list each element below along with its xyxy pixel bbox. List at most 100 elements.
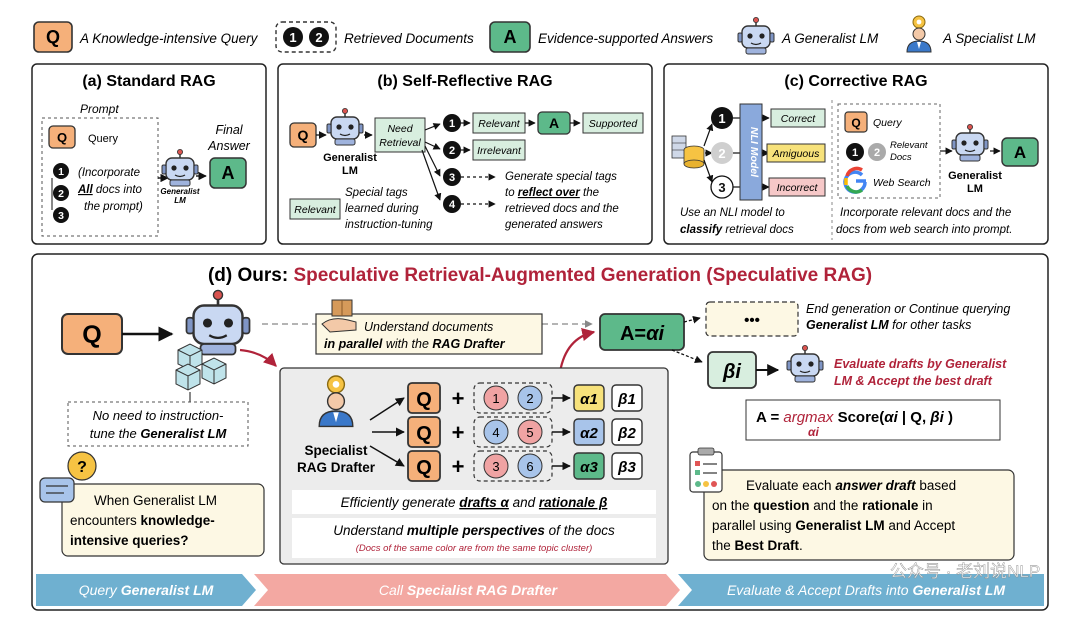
legend-docs-frame [275,21,337,53]
database-icon [671,135,705,169]
eval-2: on the question and the rationale in [712,498,933,513]
understand-1: Understand documents [364,320,493,334]
legend-doc-1: 1 [289,30,296,45]
efficient-box [292,490,656,514]
draft-alpha: α3 [580,459,598,476]
svg-text:1: 1 [58,166,64,178]
draft-doc-circle [517,419,543,445]
panel-a-final-answer-2: Answer [207,139,251,153]
draft-plus: + [452,454,465,479]
panel-a-prompt-label: Prompt [80,102,119,116]
legend-generalist-label: A Generalist LM [781,31,879,46]
panel-a-title: (a) Standard RAG [82,73,215,90]
draft-doc-circle [483,385,509,411]
legend-q-glyph: Q [46,27,60,47]
generate-1: Generate special tags [505,171,617,183]
draft-beta: β1 [617,391,636,408]
answer-alpha-box [599,313,685,351]
panel-a-generalist-caption-2: LM [174,196,186,205]
panel-a-note-1: (Incorporate [78,167,140,179]
svg-text:2: 2 [874,147,880,159]
panel-b-frame [277,63,653,245]
argmax-subscript: αi [808,425,819,439]
relevant-label: Relevant [478,118,521,130]
panel-b-title: (b) Self-Reflective RAG [377,73,552,90]
draft-beta: β3 [617,459,636,476]
when-note [61,483,265,557]
legend-generalist-robot-icon [737,16,775,55]
when-1: When Generalist LM [94,493,217,508]
when-3: intensive queries? [70,533,189,548]
panel-c-answer-icon [1001,137,1039,167]
incorrect-tag [768,177,826,197]
eval-1: Evaluate each answer draft based [746,478,956,493]
watermark: 公众号 · 老刘说NLP [890,562,1040,581]
draft-alpha-box [573,384,605,412]
no-need-1: No need to instruction- [93,408,224,423]
panel-a-answer-icon [209,157,247,189]
chat-bubbles-icon: ? [39,451,97,503]
nli-model-bar [739,103,763,201]
special-tags-1: Special tags [345,187,408,199]
relevant-docs-1: Relevant [890,140,928,151]
svg-text:A: A [1014,143,1026,162]
svg-text:1: 1 [449,118,455,130]
draft-query-glyph: Q [416,457,432,479]
generate-2: to reflect over the [505,187,599,199]
special-tags-2: learned during [345,203,419,215]
legend: Q A Knowledge-intensive Query 1 2 Retrie… [33,15,1036,55]
legend-query-label: A Knowledge-intensive Query [79,31,259,46]
need-retrieval-box [374,117,426,153]
correct-tag [770,108,826,128]
supported-label: Supported [589,118,639,130]
panel-speculative-rag: (d) Ours: Speculative Retrieval-Augmente… [31,253,1049,611]
legend-query-icon [33,21,73,53]
legend-specialist-label: A Specialist LM [942,31,1036,46]
use-nli-2: classify retrieval docs [680,224,794,236]
svg-text:Q: Q [298,127,309,143]
panel-c-generalist-caption-1: Generalist [948,170,1002,182]
legend-answers-label: Evidence-supported Answers [538,31,713,46]
svg-text:A: A [222,163,235,183]
svg-text:4: 4 [449,199,456,211]
panel-a-final-answer-1: Final [215,123,243,137]
panel-a-query-icon [48,125,76,149]
legend-doc-2: 2 [315,30,322,45]
specialist-2: RAG Drafter [297,460,376,475]
svg-text:2: 2 [58,188,64,200]
panel-a-query-label: Query [88,133,118,145]
understand-note [315,313,543,355]
argmax-formula-box [745,399,1001,441]
perspectives-text: Understand multiple perspectives of the … [333,523,615,538]
panel-standard-rag: (a) Standard RAG Prompt Q Query 1 2 3 (I… [31,63,267,245]
special-tags-3: instruction-tuning [345,219,433,231]
draft-plus: + [452,386,465,411]
stage-evaluate-accept [678,574,1044,606]
generate-3: retrieved docs and the [505,203,619,215]
stage-query-generalist [36,574,256,606]
panel-d-title: (d) Ours: Speculative Retrieval-Augmente… [208,265,872,286]
generate-4: generated answers [505,219,603,231]
perspectives-box [292,518,656,558]
irrelevant-tag [472,139,526,161]
no-need-note [67,401,249,447]
efficient-text: Efficiently generate drafts α and ration… [341,495,608,510]
stage-1-label: Query Generalist LM [79,582,214,598]
correct-label: Correct [781,113,817,125]
eval-3: parallel using Generalist LM and Accept [712,518,955,533]
google-icon [843,166,867,194]
evaluate-red-1: Evaluate drafts by Generalist [834,357,1007,371]
draft-doc-circle [517,453,543,479]
panel-c-query-label: Query [873,117,902,129]
panel-corrective-rag: (c) Corrective RAG 1 2 3 NLI Model Corre… [663,63,1049,245]
draft-alpha: α2 [580,425,598,442]
end-gen-1: End generation or Continue querying [806,302,1010,316]
draft-query-glyph: Q [416,423,432,445]
draft-alpha: α1 [580,391,598,408]
web-search-label: Web Search [873,177,931,189]
legend-docs-label: Retrieved Documents [344,31,474,46]
svg-text:1: 1 [852,147,858,159]
beta-i: βi [722,361,741,383]
draft-doc-circle [483,453,509,479]
